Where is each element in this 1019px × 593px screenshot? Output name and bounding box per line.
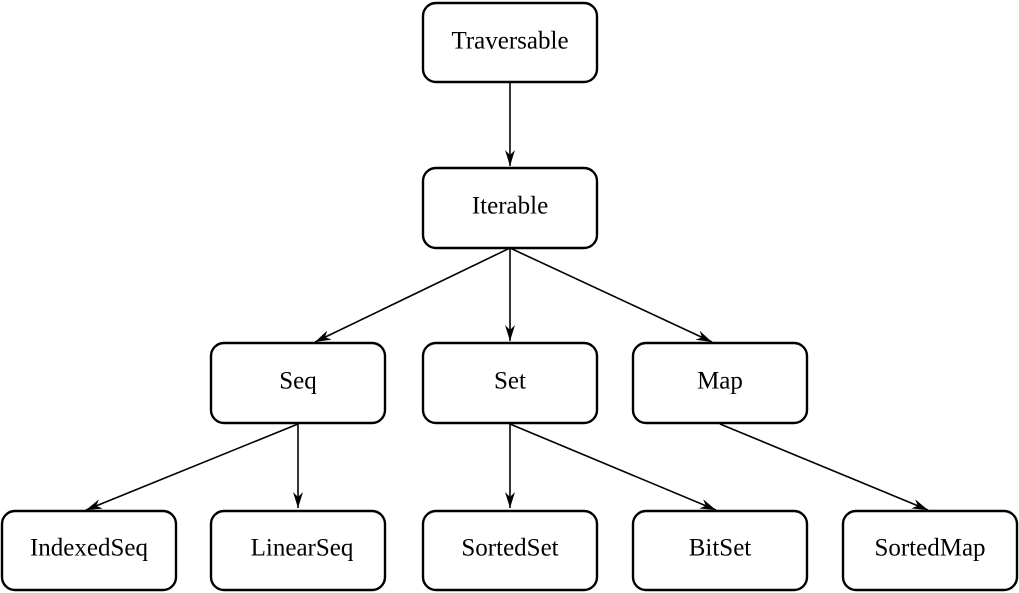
node-label: Traversable <box>451 28 568 55</box>
node-label: Map <box>697 368 743 395</box>
edge-map-to-sortedmap <box>719 423 929 511</box>
node-bitset: BitSet <box>631 509 809 592</box>
node-label: SortedMap <box>874 535 985 562</box>
node-sortedmap: SortedMap <box>841 509 1019 592</box>
node-traversable: Traversable <box>421 1 599 84</box>
node-linearseq: LinearSeq <box>209 509 387 592</box>
node-label: LinearSeq <box>251 535 354 562</box>
node-map: Map <box>631 341 809 425</box>
node-label: BitSet <box>689 535 752 562</box>
node-label: Set <box>494 368 526 395</box>
node-indexedseq: IndexedSeq <box>0 509 178 592</box>
node-seq: Seq <box>209 341 387 425</box>
node-label: Seq <box>279 368 317 395</box>
node-iterable: Iterable <box>421 166 599 250</box>
node-label: Iterable <box>472 193 548 220</box>
edge-seq-to-indexedseq <box>85 423 299 511</box>
edges <box>85 82 929 511</box>
node-sortedset: SortedSet <box>421 509 599 592</box>
node-label: SortedSet <box>461 535 558 562</box>
edge-iterable-to-map <box>509 247 713 343</box>
node-set: Set <box>421 341 599 425</box>
node-label: IndexedSeq <box>30 535 149 562</box>
edge-set-to-bitset <box>509 423 717 511</box>
edge-iterable-to-seq <box>314 247 511 343</box>
